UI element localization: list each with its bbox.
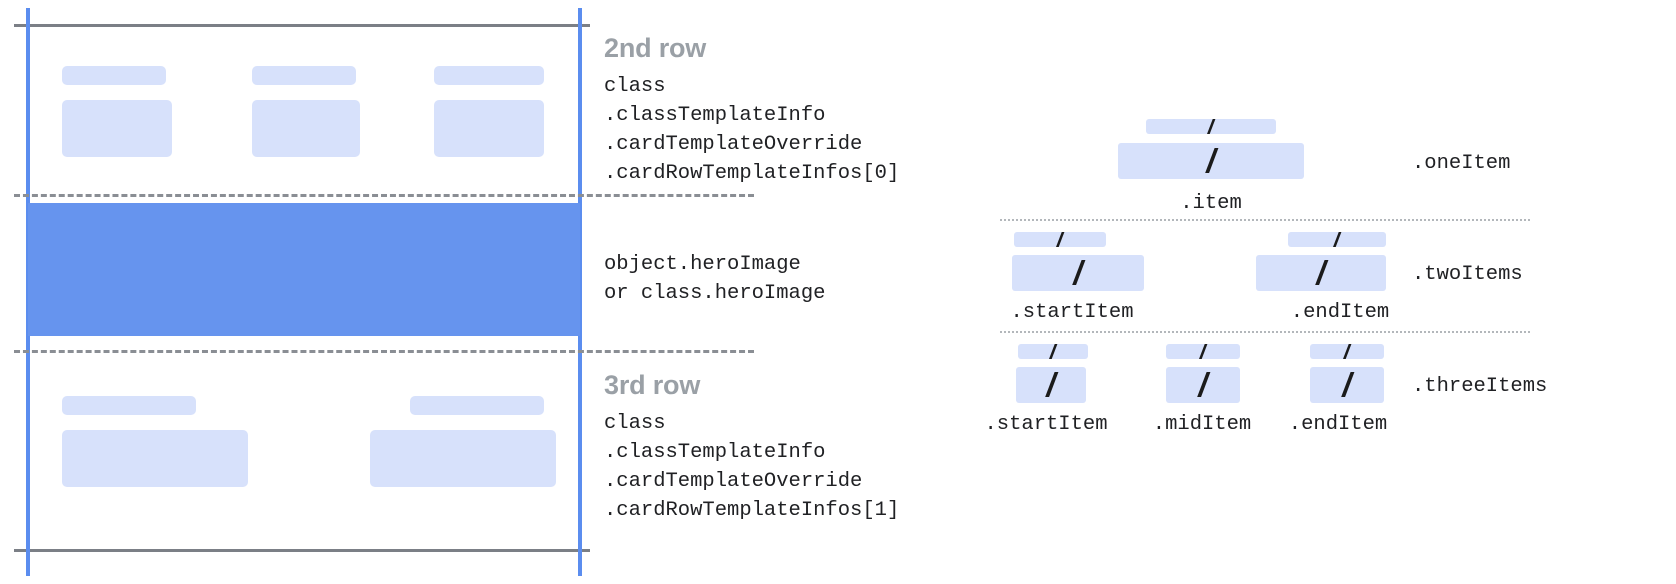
hero-top-divider — [14, 194, 754, 197]
hero-bottom-divider — [14, 350, 754, 353]
one-item-top-chip: / — [1146, 119, 1276, 134]
slash-icon: / — [1073, 255, 1083, 291]
slash-icon: / — [1046, 367, 1056, 403]
second-row-label-chip-1 — [62, 66, 166, 85]
card-top-rule — [14, 24, 590, 27]
three-items-start-main-chip: / — [1016, 367, 1086, 403]
two-items-start-top-chip: / — [1014, 232, 1106, 247]
hero-image-band — [28, 203, 580, 336]
second-row-label-chip-2 — [252, 66, 356, 85]
three-items-group-label: .threeItems — [1412, 375, 1548, 398]
slash-icon: / — [1343, 344, 1351, 359]
second-row-title: 2nd row — [604, 33, 707, 63]
card-right-guide — [578, 8, 582, 576]
two-items-start-main-chip: / — [1012, 255, 1144, 291]
second-row-value-chip-2 — [252, 100, 360, 157]
one-two-divider — [1000, 219, 1530, 221]
card-bottom-rule — [14, 549, 590, 552]
slash-icon: / — [1316, 255, 1326, 291]
hero-code: object.heroImage or class.heroImage — [604, 250, 825, 308]
second-row-label-chip-3 — [434, 66, 544, 85]
three-items-start-label: .startItem — [984, 413, 1108, 436]
slash-icon: / — [1198, 367, 1208, 403]
third-row-label-chip-2 — [410, 396, 544, 415]
third-row-code: class .classTemplateInfo .cardTemplateOv… — [604, 409, 899, 525]
slash-icon: / — [1333, 232, 1341, 247]
three-items-mid-main-chip: / — [1166, 367, 1240, 403]
second-row-code-text: class .classTemplateInfo .cardTemplateOv… — [604, 75, 900, 185]
two-items-group-label: .twoItems — [1412, 263, 1523, 286]
third-row-code-text: class .classTemplateInfo .cardTemplateOv… — [604, 412, 900, 522]
three-items-start-top-chip: / — [1018, 344, 1088, 359]
slash-icon: / — [1206, 143, 1216, 179]
two-three-divider — [1000, 331, 1530, 333]
slash-icon: / — [1056, 232, 1064, 247]
three-items-end-top-chip: / — [1310, 344, 1384, 359]
slash-icon: / — [1207, 119, 1215, 134]
two-items-end-main-chip: / — [1256, 255, 1386, 291]
third-row-value-chip-1 — [62, 430, 248, 487]
third-row-label-chip-1 — [62, 396, 196, 415]
slash-icon: / — [1199, 344, 1207, 359]
one-item-main-chip: / — [1118, 143, 1304, 179]
third-row-value-chip-2 — [370, 430, 556, 487]
three-items-mid-label: .midItem — [1152, 413, 1252, 436]
three-items-end-label: .endItem — [1288, 413, 1388, 436]
third-row-title: 3rd row — [604, 370, 701, 400]
one-item-group-label: .oneItem — [1412, 152, 1511, 175]
second-row-code: class .classTemplateInfo .cardTemplateOv… — [604, 72, 899, 188]
three-items-mid-top-chip: / — [1166, 344, 1240, 359]
second-row-value-chip-1 — [62, 100, 172, 157]
two-items-end-top-chip: / — [1288, 232, 1386, 247]
slash-icon: / — [1342, 367, 1352, 403]
second-row-value-chip-3 — [434, 100, 544, 157]
hero-code-text: object.heroImage or class.heroImage — [604, 253, 826, 305]
three-items-end-main-chip: / — [1310, 367, 1384, 403]
two-items-start-label: .startItem — [1010, 301, 1134, 324]
two-items-end-label: .endItem — [1290, 301, 1390, 324]
one-item-sub-label: .item — [1180, 192, 1242, 215]
slash-icon: / — [1049, 344, 1057, 359]
